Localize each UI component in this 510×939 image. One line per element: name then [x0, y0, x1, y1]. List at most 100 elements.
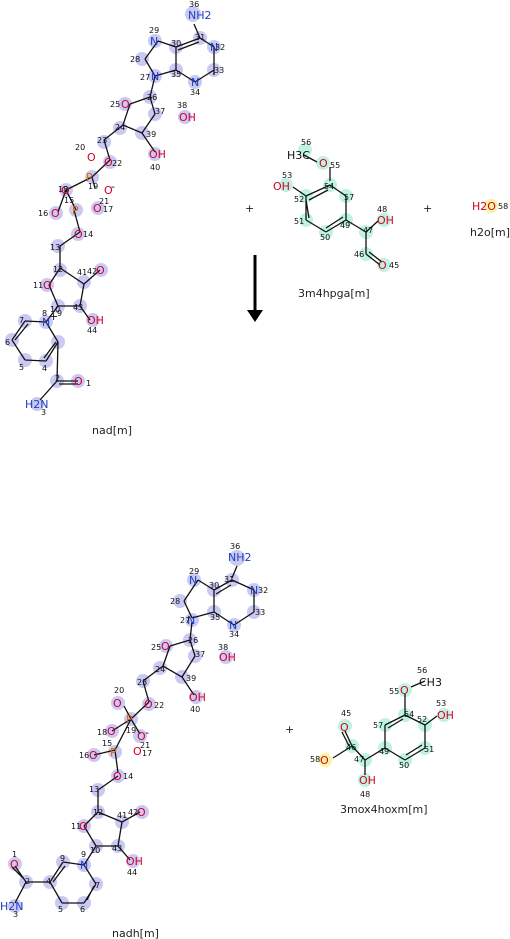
plus-sign: + — [285, 723, 294, 736]
nadh-o-label: O — [113, 770, 122, 783]
svg-text:39: 39 — [186, 674, 196, 683]
nad-n-label: N — [42, 316, 50, 329]
svg-text:45: 45 — [389, 261, 399, 270]
3mox4hoxm-label: 3mox4hoxm[m] — [340, 803, 428, 816]
svg-text:35: 35 — [210, 613, 220, 622]
3m4hpga-o-label: O — [319, 157, 328, 170]
nadh-minus-label: - — [145, 726, 149, 739]
nadh-oh-label: OH — [219, 651, 236, 664]
nad-p-label: P — [86, 171, 93, 184]
svg-text:25: 25 — [110, 100, 120, 109]
nadh-oh-label: OH — [126, 855, 143, 868]
nad-minus-label: - — [111, 180, 115, 193]
svg-text:17: 17 — [142, 749, 152, 758]
3mox4hoxm-highlight — [318, 683, 451, 787]
svg-text:21: 21 — [99, 197, 109, 206]
nad-n-label: N — [210, 41, 218, 54]
svg-text:33: 33 — [214, 66, 224, 75]
svg-text:43: 43 — [73, 303, 83, 312]
svg-text:53: 53 — [282, 171, 292, 180]
svg-text:4: 4 — [46, 877, 51, 886]
nad-o-label: O — [104, 184, 113, 197]
svg-text:7: 7 — [95, 881, 100, 890]
svg-text:27: 27 — [180, 616, 190, 625]
nad-o-label: O — [43, 279, 52, 292]
svg-text:51: 51 — [424, 745, 434, 754]
nadh-o-label: O — [107, 725, 116, 738]
svg-text:44: 44 — [87, 326, 97, 335]
nadh-p-label: P — [126, 713, 133, 726]
molecule-nadh: NH2 N N N N O OH OH O O P O O - P O O O … — [0, 542, 268, 939]
h2o-formula: H2O — [472, 200, 496, 213]
nad-plus-label: + — [49, 310, 58, 323]
nad-o-label: O — [74, 375, 83, 388]
svg-text:14: 14 — [123, 772, 133, 781]
svg-text:6: 6 — [5, 338, 10, 347]
svg-text:16: 16 — [79, 751, 89, 760]
nadh-o-label: O — [161, 640, 170, 653]
svg-text:5: 5 — [19, 363, 24, 372]
svg-text:57: 57 — [373, 721, 383, 730]
svg-text:9: 9 — [81, 850, 86, 859]
svg-text:54: 54 — [324, 182, 334, 191]
svg-text:10: 10 — [50, 305, 60, 314]
nadh-label: nadh[m] — [112, 927, 159, 939]
svg-text:54: 54 — [404, 710, 414, 719]
svg-text:1: 1 — [86, 379, 91, 388]
svg-text:50: 50 — [399, 761, 409, 770]
svg-text:50: 50 — [320, 233, 330, 242]
svg-text:56: 56 — [301, 138, 311, 147]
nad-n-label: N — [191, 76, 199, 89]
svg-text:20: 20 — [114, 686, 124, 695]
nadh-o-label: O — [10, 858, 19, 871]
svg-text:28: 28 — [130, 55, 140, 64]
svg-text:7: 7 — [19, 316, 24, 325]
3mox4hoxm-oh-label: OH — [437, 709, 454, 722]
svg-text:11: 11 — [71, 822, 81, 831]
nadh-n-label: N — [187, 614, 195, 627]
svg-text:18: 18 — [58, 185, 68, 194]
svg-text:48: 48 — [377, 205, 387, 214]
nadh-n-label: N — [229, 619, 237, 632]
svg-text:58: 58 — [498, 202, 508, 211]
svg-text:58: 58 — [310, 755, 320, 764]
svg-text:21: 21 — [140, 741, 150, 750]
nad-n-label: N — [151, 70, 159, 83]
plus-sign: + — [245, 202, 254, 215]
svg-text:3: 3 — [41, 408, 46, 417]
nad-nh2-label: NH2 — [188, 9, 212, 22]
svg-text:41: 41 — [77, 268, 87, 277]
nadh-o-label: O — [133, 745, 142, 758]
nadh-n-label: N — [189, 574, 197, 587]
nad-p-label: P — [72, 204, 79, 217]
svg-text:5: 5 — [58, 905, 63, 914]
svg-text:55: 55 — [330, 161, 340, 170]
plus-sign: + — [423, 202, 432, 215]
svg-text:4: 4 — [42, 364, 47, 373]
nad-o-label: O — [87, 151, 96, 164]
nadh-highlight — [8, 550, 261, 913]
svg-text:9: 9 — [57, 309, 62, 318]
nad-label: nad[m] — [92, 424, 132, 437]
svg-text:33: 33 — [255, 608, 265, 617]
svg-text:2: 2 — [55, 374, 60, 383]
nadh-n-label: N — [250, 584, 258, 597]
svg-text:29: 29 — [149, 26, 159, 35]
3m4hpga-label: 3m4hpga[m] — [298, 287, 370, 300]
svg-text:13: 13 — [89, 785, 99, 794]
svg-text:40: 40 — [150, 163, 160, 172]
nad-h2n-label: H2N — [25, 398, 49, 411]
nad-oh-label: OH — [179, 111, 196, 124]
svg-text:40: 40 — [190, 705, 200, 714]
svg-text:37: 37 — [195, 650, 205, 659]
svg-text:1: 1 — [12, 850, 17, 859]
nadh-o-label: O — [113, 697, 122, 710]
svg-text:47: 47 — [363, 226, 373, 235]
svg-text:15: 15 — [64, 196, 74, 205]
nadh-nh2-label: NH2 — [228, 551, 252, 564]
svg-text:6: 6 — [80, 905, 85, 914]
molecule-h2o: H2O 58 h2o[m] — [470, 199, 510, 239]
